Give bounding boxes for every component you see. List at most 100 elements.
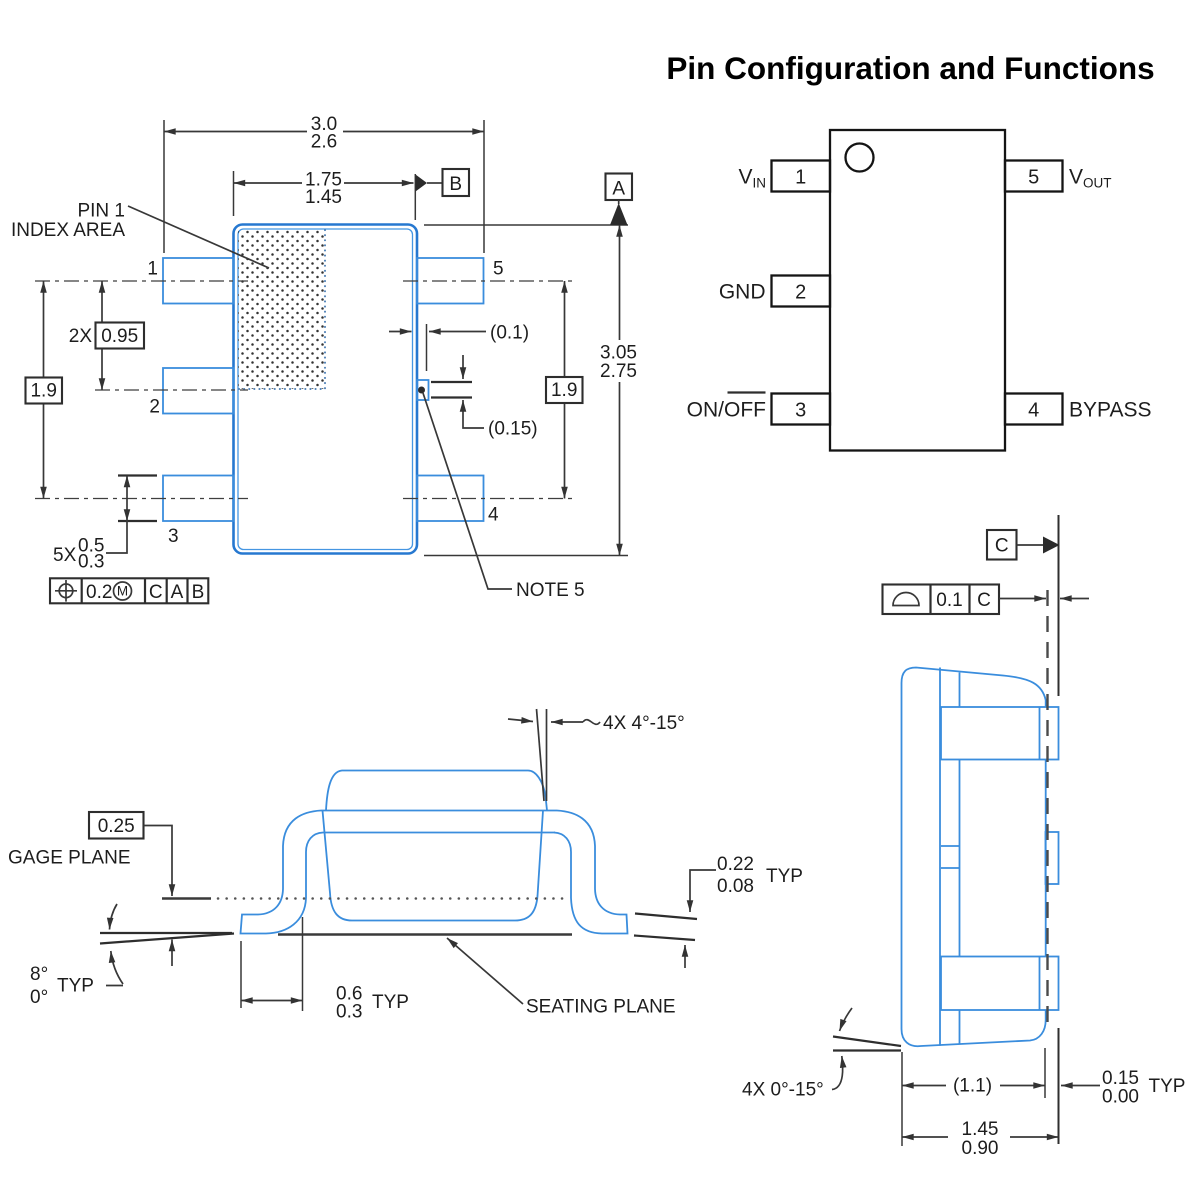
dim-gage-offset: 0.25 GAGE PLANE bbox=[8, 810, 176, 966]
datum-c-triangle bbox=[1043, 536, 1060, 554]
svg-text:1.9: 1.9 bbox=[551, 380, 577, 401]
svg-text:1.9: 1.9 bbox=[30, 381, 56, 402]
svg-text:0.5: 0.5 bbox=[78, 536, 104, 557]
position-tolerance-frame: 0.2 M C A B bbox=[48, 577, 210, 605]
pin4-number: 4 bbox=[1028, 400, 1039, 422]
top-view-body-inner-outline bbox=[237, 228, 414, 551]
svg-text:0.6: 0.6 bbox=[336, 984, 362, 1005]
side-view-right-lead bbox=[553, 809, 629, 935]
gage-plane-label: GAGE PLANE bbox=[8, 848, 131, 869]
pin4-label: BYPASS bbox=[1069, 399, 1151, 422]
dim-body-width: 1.75 1.45 B bbox=[232, 167, 471, 220]
top-view-pin2-lead bbox=[162, 367, 235, 415]
top-view-pin2-number: 2 bbox=[149, 397, 160, 418]
svg-text:4X 0°-15°: 4X 0°-15° bbox=[742, 1080, 824, 1101]
dim-pin-span-left: 1.9 bbox=[24, 281, 64, 499]
dim-protrusion-offset: (0.15) bbox=[431, 355, 538, 440]
pin5-label: VOUT bbox=[1069, 166, 1112, 191]
svg-text:0.15: 0.15 bbox=[1102, 1068, 1139, 1089]
pin3-number: 3 bbox=[795, 400, 806, 422]
pin1-indicator-circle bbox=[844, 142, 875, 173]
svg-text:0.2: 0.2 bbox=[86, 582, 112, 603]
end-view-bottom-lead bbox=[940, 955, 1060, 1011]
svg-text:(1.1): (1.1) bbox=[953, 1076, 992, 1097]
top-view: 1 2 3 4 5 3.0 2.6 1.75 1.45 B bbox=[11, 114, 637, 605]
pin2-label: GND bbox=[719, 281, 766, 304]
end-view-top-lead bbox=[940, 706, 1060, 761]
dim-pin-span-right: 1.9 bbox=[544, 281, 584, 499]
mmc-modifier-icon bbox=[112, 581, 133, 601]
dim-lead-span: 3.0 2.6 bbox=[163, 114, 485, 253]
dim-lead-width: 5X 0.5 0.3 bbox=[53, 474, 157, 573]
svg-text:TYP: TYP bbox=[766, 866, 803, 887]
dim-pitch: 2X 0.95 bbox=[69, 281, 146, 390]
svg-text:TYP: TYP bbox=[372, 992, 409, 1013]
svg-text:3.0: 3.0 bbox=[311, 114, 337, 135]
svg-text:TYP: TYP bbox=[57, 976, 94, 997]
pin1-label: VIN bbox=[738, 166, 766, 191]
svg-text:INDEX AREA: INDEX AREA bbox=[11, 220, 125, 241]
end-view-body-outline bbox=[900, 666, 1047, 1048]
svg-text:0.08: 0.08 bbox=[717, 876, 754, 897]
svg-text:1.45: 1.45 bbox=[962, 1119, 999, 1140]
dim-foot-angle: 8° 0° TYP bbox=[30, 903, 235, 1008]
pitch-qty: 2X bbox=[69, 326, 93, 347]
svg-text:C: C bbox=[149, 582, 163, 603]
pitch-value: 0.95 bbox=[101, 326, 138, 347]
pin3-label: ON/OFF bbox=[687, 399, 766, 422]
datum-b-label: B bbox=[449, 174, 462, 195]
svg-text:0.3: 0.3 bbox=[336, 1002, 362, 1023]
svg-text:NOTE 5: NOTE 5 bbox=[516, 580, 585, 601]
svg-text:TYP: TYP bbox=[1149, 1076, 1186, 1097]
top-view-pin5-number: 5 bbox=[493, 259, 504, 280]
pin1-number: 1 bbox=[795, 167, 806, 189]
pin5-number: 5 bbox=[1028, 167, 1039, 189]
svg-text:(0.1): (0.1) bbox=[490, 323, 529, 344]
datum-c-label: C bbox=[995, 536, 1009, 557]
profile-surface-symbol-icon bbox=[892, 591, 920, 607]
note5-label: NOTE 5 bbox=[422, 392, 585, 601]
svg-text:M: M bbox=[117, 584, 128, 599]
note5-leader-dot bbox=[418, 386, 425, 394]
svg-text:1.75: 1.75 bbox=[305, 170, 342, 191]
svg-text:SEATING PLANE: SEATING PLANE bbox=[526, 997, 676, 1018]
pin1-index-label: PIN 1 INDEX AREA bbox=[11, 201, 270, 269]
side-view-body-bottom bbox=[321, 810, 544, 922]
pin-configuration: Pin Configuration and Functions 1 2 3 4 … bbox=[666, 50, 1155, 452]
svg-text:C: C bbox=[977, 590, 991, 611]
svg-text:0°: 0° bbox=[30, 987, 48, 1008]
datum-b-triangle bbox=[415, 174, 427, 192]
svg-text:0.90: 0.90 bbox=[962, 1138, 999, 1159]
pin-diagram-pin4-box bbox=[1003, 392, 1064, 426]
svg-text:2.6: 2.6 bbox=[311, 132, 337, 153]
dim-standoff: 0.15 0.00 TYP bbox=[1061, 1068, 1185, 1108]
seating-plane-label: SEATING PLANE bbox=[446, 937, 676, 1018]
datum-a-triangle bbox=[610, 203, 628, 225]
dim-lead-thickness: 0.22 0.08 TYP bbox=[633, 854, 803, 968]
svg-text:B: B bbox=[192, 582, 205, 603]
top-view-pin1-number: 1 bbox=[147, 259, 158, 280]
svg-text:0.22: 0.22 bbox=[717, 854, 754, 875]
dim-body-length: 3.05 2.75 A bbox=[424, 172, 637, 557]
pin-diagram-pin1-box bbox=[770, 159, 832, 193]
dim-lead-angle: 4X 4°-15° bbox=[507, 708, 685, 802]
svg-text:0.00: 0.00 bbox=[1102, 1087, 1139, 1108]
pin2-number: 2 bbox=[795, 282, 806, 304]
svg-text:A: A bbox=[171, 582, 184, 603]
section-title: Pin Configuration and Functions bbox=[666, 50, 1154, 86]
dim-body-thickness: (1.1) bbox=[901, 1048, 1046, 1146]
top-view-pin3-number: 3 bbox=[168, 526, 179, 547]
svg-text:8°: 8° bbox=[30, 964, 48, 985]
dim-protrusion-width: (0.1) bbox=[389, 323, 529, 371]
svg-text:PIN 1: PIN 1 bbox=[77, 201, 125, 222]
profile-tolerance-frame: 0.1 C bbox=[881, 583, 1089, 616]
lead-width-qty: 5X bbox=[53, 545, 77, 566]
dim-base-angle: 4X 0°-15° bbox=[742, 1007, 902, 1101]
dim-height: 1.45 0.90 bbox=[902, 1119, 1059, 1159]
svg-text:4X 4°-15°: 4X 4°-15° bbox=[603, 713, 685, 734]
end-view: C 0.1 C 4X 0°-15° bbox=[742, 515, 1185, 1159]
side-view: 0.25 GAGE PLANE 8° 0° TYP 0.6 0.3 TYP bbox=[8, 708, 803, 1023]
top-view-side-protrusion bbox=[416, 379, 430, 401]
